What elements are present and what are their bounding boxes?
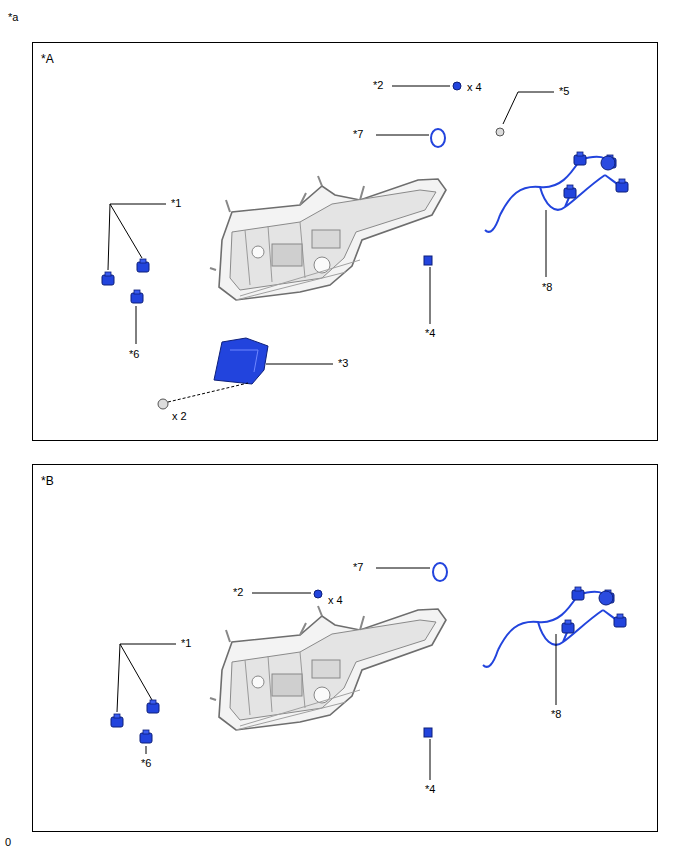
callout-number: *3	[338, 357, 348, 370]
callout-number: *1	[171, 197, 181, 210]
panel-label: *A	[41, 52, 54, 66]
view-panel: *A	[32, 42, 658, 441]
callout-number: *2	[373, 79, 383, 92]
callout-number: *8	[542, 281, 552, 294]
callout-number: x 2	[172, 410, 187, 423]
callout-number: *8	[551, 708, 561, 721]
callout-number: *2	[233, 586, 243, 599]
callout-number: *7	[353, 128, 363, 141]
callout-number: *1	[181, 637, 191, 650]
callout-number: *4	[425, 327, 435, 340]
view-panel: *B	[32, 464, 658, 832]
callout-number: x 4	[467, 81, 482, 94]
callout-number: *5	[559, 85, 569, 98]
panel-label: *B	[41, 474, 54, 488]
callout-number: *4	[425, 783, 435, 796]
callout-number: x 4	[328, 594, 343, 607]
callout-number: *a	[8, 11, 18, 24]
callout-number: *6	[129, 348, 139, 361]
callout-number: *6	[141, 757, 151, 770]
callout-number: 0	[5, 836, 11, 849]
callout-number: *7	[353, 561, 363, 574]
